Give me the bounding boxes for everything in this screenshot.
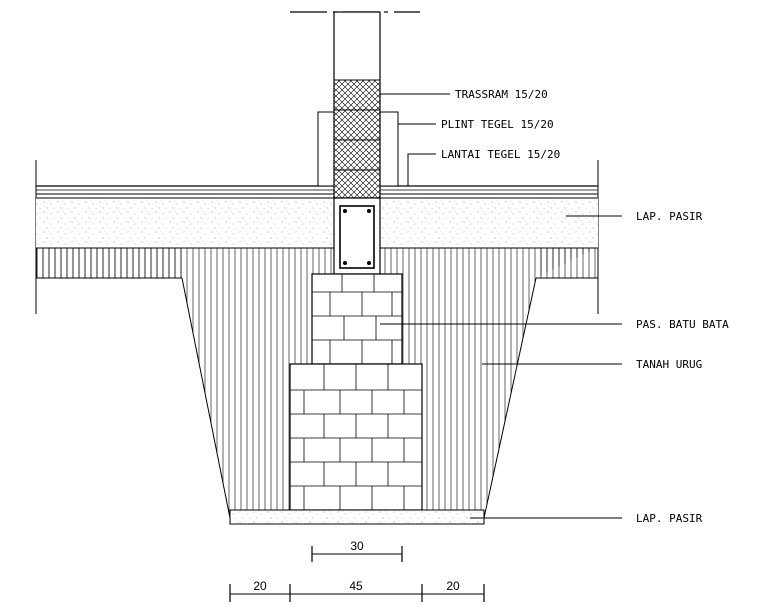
label-plint-tegel: PLINT TEGEL 15/20: [441, 118, 554, 131]
sand-layer-top: [36, 197, 598, 249]
dimension-upper-text: 30: [350, 539, 364, 553]
foundation-lower-masonry: [289, 363, 423, 511]
lantai-tegel-floor: [36, 185, 598, 195]
dimension-lower: [229, 584, 485, 602]
dimension-upper: [311, 546, 403, 562]
label-pas-batu-bata: PAS. BATU BATA: [636, 318, 729, 331]
trassram-layer: [333, 79, 381, 199]
dimension-right-offset-text: 20: [446, 579, 460, 593]
label-trassram: TRASSRAM 15/20: [455, 88, 548, 101]
foundation-upper-masonry: [311, 273, 403, 365]
sloof-beam: [333, 197, 381, 275]
label-lantai-tegel: LANTAI TEGEL 15/20: [441, 148, 560, 161]
label-lap-pasir-top: LAP. PASIR: [636, 210, 703, 223]
dimension-left-offset-text: 20: [253, 579, 267, 593]
dimension-base-width-text: 45: [349, 579, 363, 593]
label-tanah-urug: TANAH URUG: [636, 358, 702, 371]
label-lap-pasir-bottom: LAP. PASIR: [636, 512, 703, 525]
sand-layer-bottom: [229, 509, 485, 525]
leader-lines: [380, 93, 622, 519]
